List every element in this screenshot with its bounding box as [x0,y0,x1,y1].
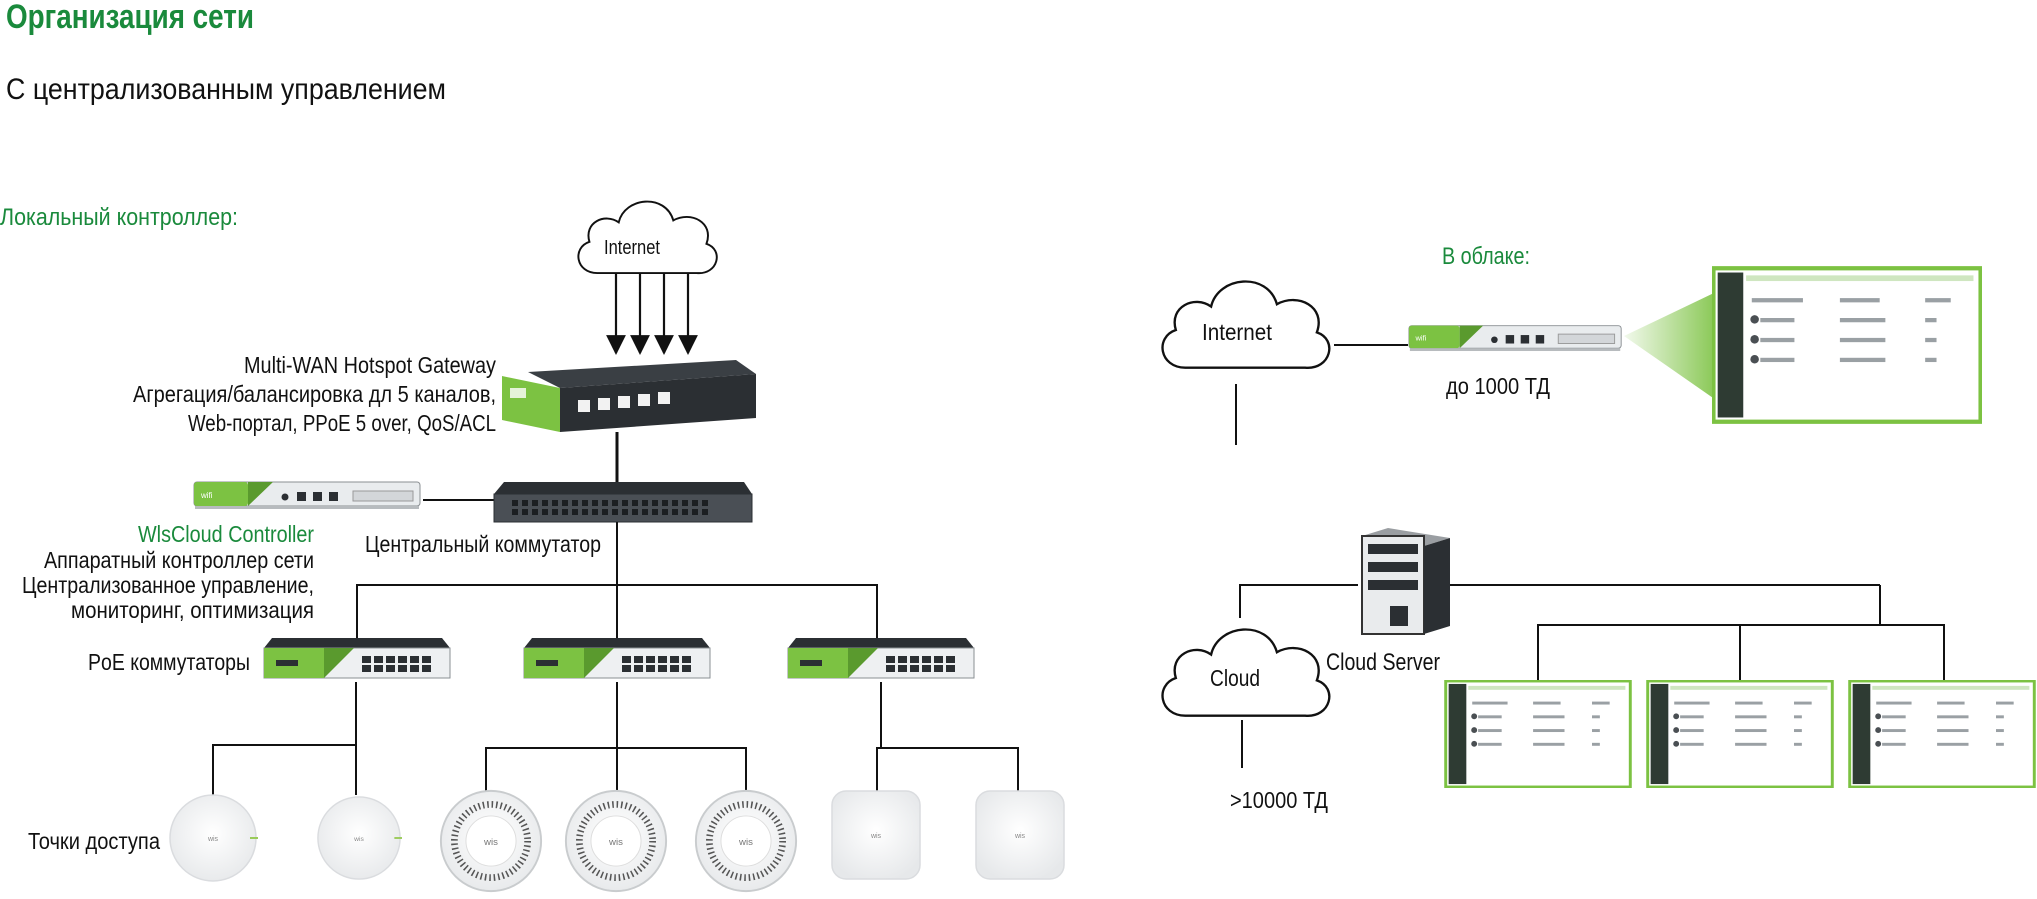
local-section-label: Локальный контроллер: [0,204,238,231]
dashboard-screen-1-icon [1444,680,1632,788]
access-point-5-icon [696,791,796,891]
poe-switch-2-icon [523,637,711,679]
poe-switch-1-icon [263,637,451,679]
local-internet-label: Internet [604,237,660,259]
access-points-label: Точки доступа [28,828,160,854]
cloud-label: Cloud [1210,665,1260,691]
capacity-large-label: >10000 ТД [1230,787,1328,813]
access-point-3-icon [441,791,541,891]
access-point-7-icon [975,790,1065,880]
access-point-4-icon [566,791,666,891]
gateway-desc-line1: Агрегация/балансировка дл 5 каналов, [133,381,496,407]
access-point-1-icon [169,794,258,882]
access-point-2-icon [317,796,402,880]
dashboard-screen-3-icon [1848,680,2036,788]
page-title: Организация сети [6,0,254,36]
hotspot-gateway-icon [502,360,756,432]
core-poe-links [356,522,878,640]
access-point-6-icon [831,790,921,880]
cloud-section-label: В облаке: [1442,243,1530,270]
controller-desc-line2: Централизованное управление, [22,572,314,598]
page-subtitle: С централизованным управлением [6,73,446,106]
capacity-small-label: до 1000 ТД [1446,373,1550,399]
cloud-server-links [1239,584,1945,683]
dashboard-screen-2-icon [1646,680,1834,788]
poe-switch-3-icon [787,637,975,679]
gateway-desc-line2: Web-портал, PPoE 5 over, QoS/ACL [188,410,496,436]
controller-desc-line1: Аппаратный контроллер сети [44,547,314,573]
poe-ap-links [212,682,1019,795]
wlscloud-controller-icon [193,481,421,510]
cloud-server-label: Cloud Server [1326,649,1440,676]
core-switch-icon [493,482,753,523]
cloud-gateway-icon [1408,325,1622,352]
core-switch-label: Центральный коммутатор [365,531,601,557]
cloud-server-icon [1361,528,1450,635]
controller-title: WlsCloud Controller [138,521,314,547]
poe-switches-label: PoE коммутаторы [88,649,250,675]
cloud-dashboard-screen-icon [1713,268,1980,421]
cloud-internet-label: Internet [1202,319,1273,345]
gateway-title: Multi-WAN Hotspot Gateway [244,352,496,378]
gateway-beam [1624,292,1716,400]
wan-arrows [606,274,698,355]
controller-desc-line3: мониторинг, оптимизация [71,597,314,623]
